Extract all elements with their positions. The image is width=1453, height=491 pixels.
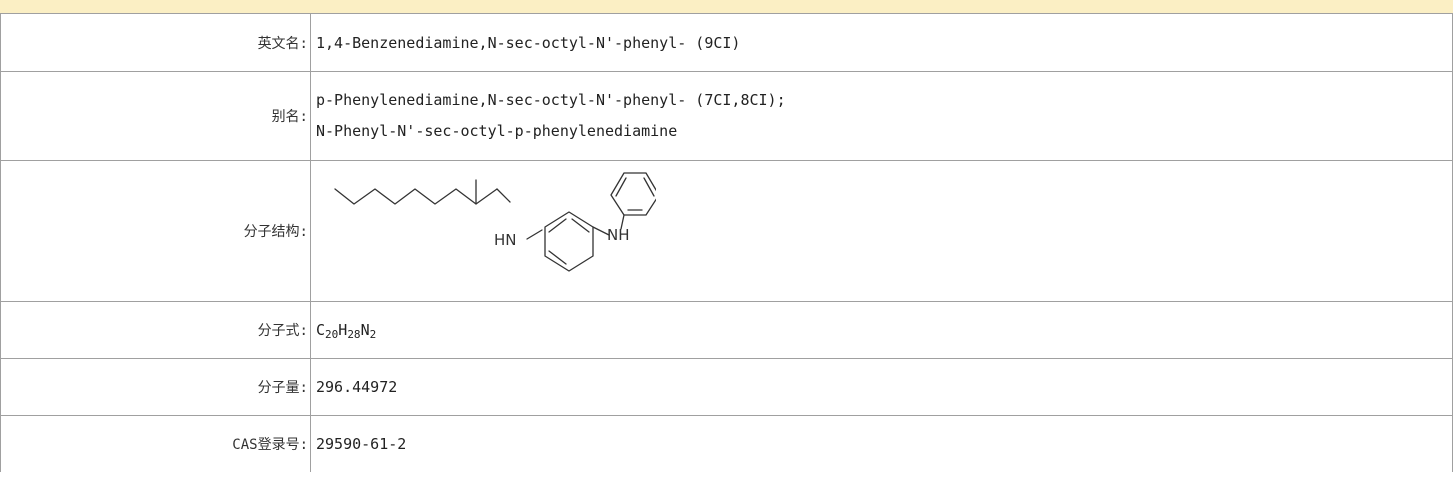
row-english-name: 英文名: 1,4-Benzenediamine,N-sec-octyl-N'-p… xyxy=(0,13,1453,72)
row-structure: 分子结构: xyxy=(0,160,1453,302)
formula-subscript: 20 xyxy=(325,328,339,341)
alias-line: p-Phenylenediamine,N-sec-octyl-N'-phenyl… xyxy=(316,91,786,109)
structure-value: HN NH xyxy=(310,160,1453,302)
formula-element: H xyxy=(338,321,348,339)
cas-label: CAS登录号: xyxy=(0,415,311,472)
compound-info-table: 英文名: 1,4-Benzenediamine,N-sec-octyl-N'-p… xyxy=(0,13,1453,472)
alias-label: 别名: xyxy=(0,71,311,161)
structure-label: 分子结构: xyxy=(0,160,311,302)
formula-element: N xyxy=(360,321,370,339)
molecular-weight-value: 296.44972 xyxy=(310,358,1453,416)
formula-subscript: 28 xyxy=(347,328,361,341)
row-cas: CAS登录号: 29590-61-2 xyxy=(0,415,1453,472)
molecular-structure-image: HN NH xyxy=(334,172,656,272)
header-strip xyxy=(0,0,1453,14)
molecular-weight-label: 分子量: xyxy=(0,358,311,416)
structure-nh-label: NH xyxy=(607,226,630,244)
structure-hn-label: HN xyxy=(494,231,517,249)
formula-subscript: 2 xyxy=(369,328,377,341)
row-molecular-weight: 分子量: 296.44972 xyxy=(0,358,1453,416)
formula-element: C xyxy=(316,321,326,339)
row-formula: 分子式: C20H28N2 xyxy=(0,301,1453,359)
formula-value: C20H28N2 xyxy=(310,301,1453,359)
cas-value: 29590-61-2 xyxy=(310,415,1453,472)
english-name-label: 英文名: xyxy=(0,13,311,72)
formula-label: 分子式: xyxy=(0,301,311,359)
english-name-value: 1,4-Benzenediamine,N-sec-octyl-N'-phenyl… xyxy=(310,13,1453,72)
alias-line: N-Phenyl-N'-sec-octyl-p-phenylenediamine xyxy=(316,122,678,140)
alias-value: p-Phenylenediamine,N-sec-octyl-N'-phenyl… xyxy=(310,71,1453,161)
row-alias: 别名: p-Phenylenediamine,N-sec-octyl-N'-ph… xyxy=(0,71,1453,161)
